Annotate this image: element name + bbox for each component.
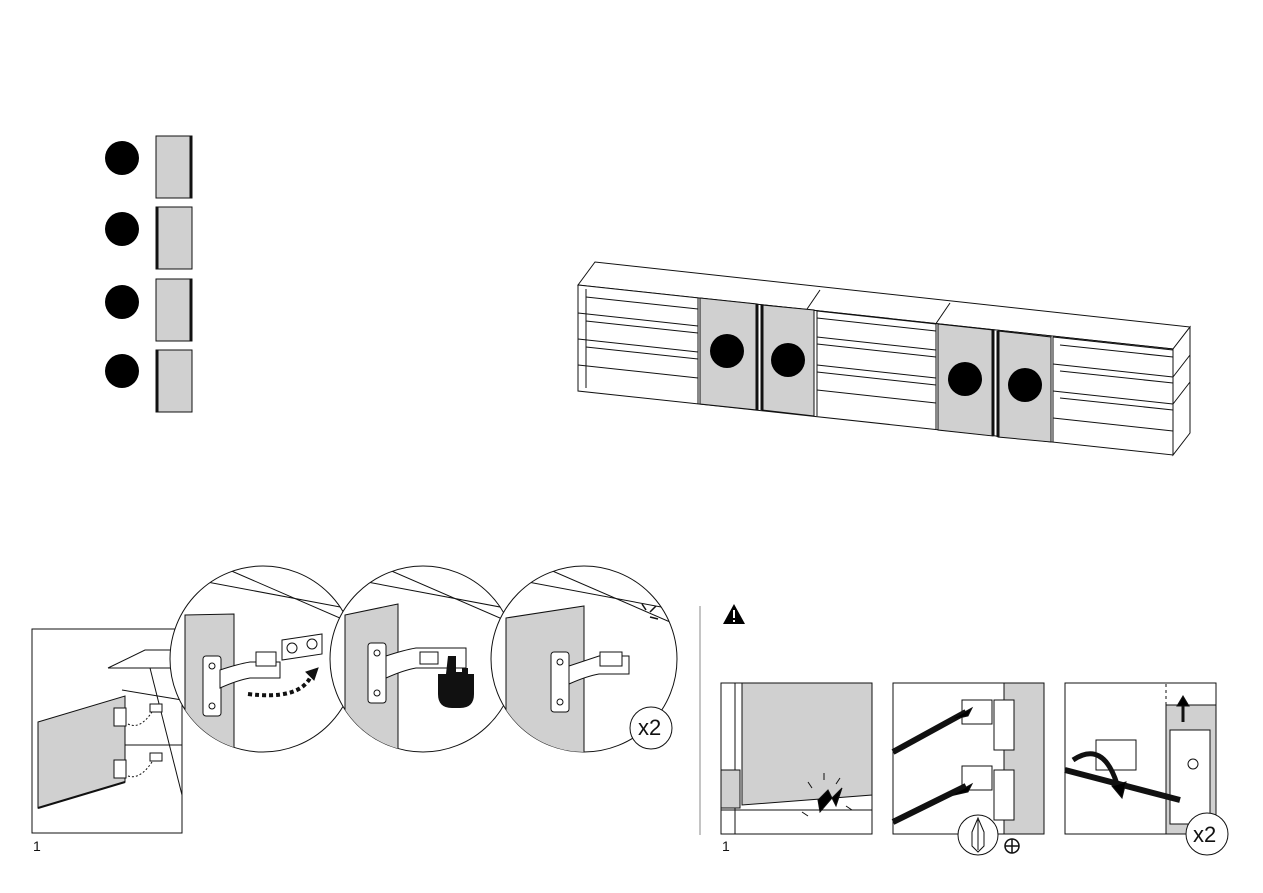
repeat-label-adjust: x2 [1193,822,1216,848]
adjust-panel-screwdriver [893,683,1044,834]
phillips-screwdriver-icon [958,815,998,855]
page-number-right: 1 [722,838,730,854]
adjust-panel-misaligned [721,683,872,834]
page-number-left: 1 [33,838,41,854]
adjust-panel-lift [1065,683,1216,834]
warning-icon [723,604,745,624]
phillips-head-symbol-icon [1005,839,1019,853]
